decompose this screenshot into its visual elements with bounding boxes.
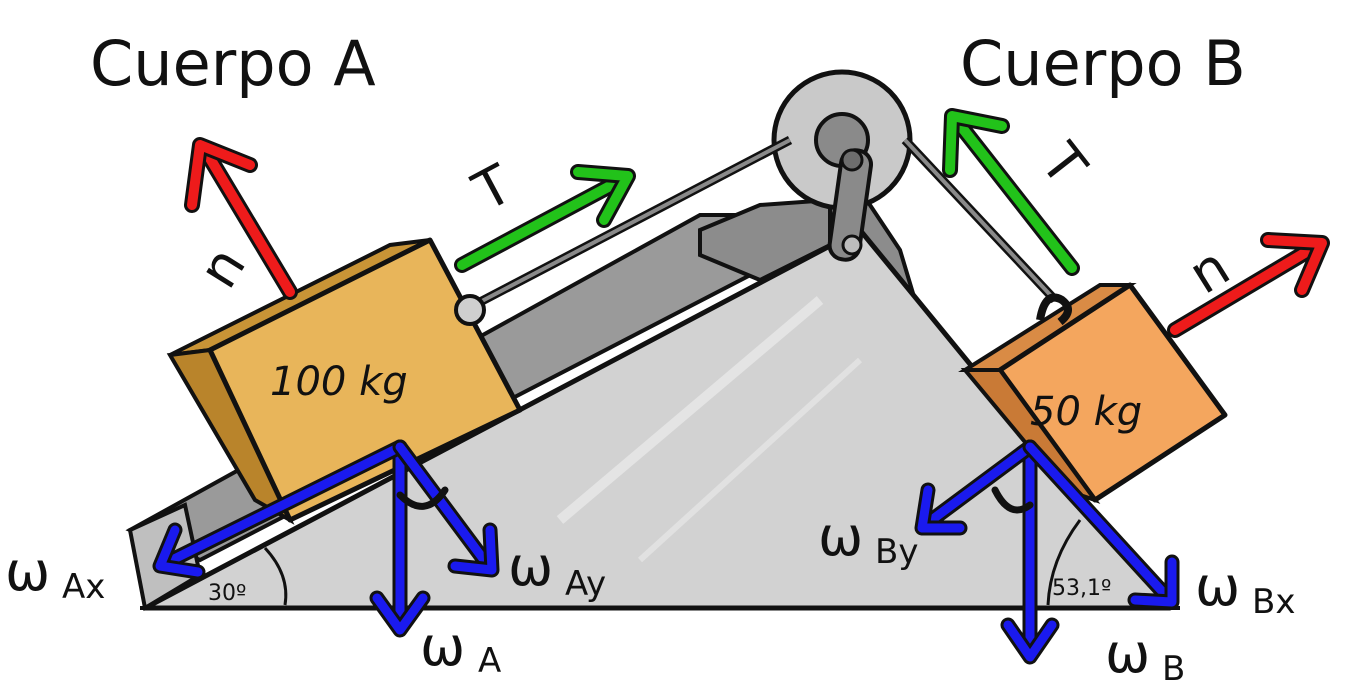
svg-text:ω: ω (1105, 622, 1150, 685)
angle-label-a: 30º (208, 581, 246, 606)
svg-text:Ax: Ax (62, 567, 105, 607)
weight-arrows-a (152, 439, 500, 638)
weight-arrows-b (914, 439, 1180, 665)
svg-text:ω: ω (1195, 555, 1240, 618)
label-w-bx: ω Bx (1195, 555, 1295, 622)
svg-text:ω: ω (818, 505, 863, 568)
block-b (958, 282, 1228, 504)
normal-label-a: n (186, 236, 258, 298)
angle-label-b: 53,1º (1052, 576, 1111, 601)
block-a (166, 237, 523, 525)
label-w-by: ω By (818, 505, 918, 572)
title-body-b: Cuerpo B (960, 27, 1246, 100)
svg-text:Ay: Ay (565, 564, 606, 604)
normal-arrow-b (1167, 232, 1330, 338)
gloss-streak (556, 296, 824, 524)
pulley-bolt (841, 234, 863, 256)
svg-text:Bx: Bx (1252, 582, 1295, 622)
angle-arc-b (1046, 519, 1082, 606)
tension-label-a: T (462, 152, 522, 224)
tension-arrow-a (454, 164, 636, 273)
svg-text:By: By (875, 532, 918, 572)
tension-arrow-b (942, 108, 1080, 276)
normal-arrow-a (184, 137, 298, 300)
label-w-b: ω B (1105, 622, 1185, 686)
label-w-a: ω A (420, 615, 501, 681)
svg-text:ω: ω (5, 540, 50, 603)
rope-left-core (479, 138, 791, 304)
block-a-mass: 100 kg (270, 359, 408, 405)
block-b-mass: 50 kg (1030, 389, 1142, 435)
svg-text:ω: ω (420, 615, 465, 678)
pulley-bolt (840, 148, 864, 172)
svg-text:A: A (478, 641, 501, 681)
svg-text:B: B (1162, 649, 1185, 686)
gloss-streak (637, 357, 863, 563)
angle-arc-a (263, 546, 288, 606)
label-w-ay: ω Ay (508, 535, 606, 604)
title-body-a: Cuerpo A (90, 27, 376, 100)
rope-right-core (903, 138, 1057, 302)
svg-text:ω: ω (508, 535, 553, 598)
label-w-ax: ω Ax (5, 540, 105, 607)
tension-label-b: T (1028, 131, 1099, 197)
